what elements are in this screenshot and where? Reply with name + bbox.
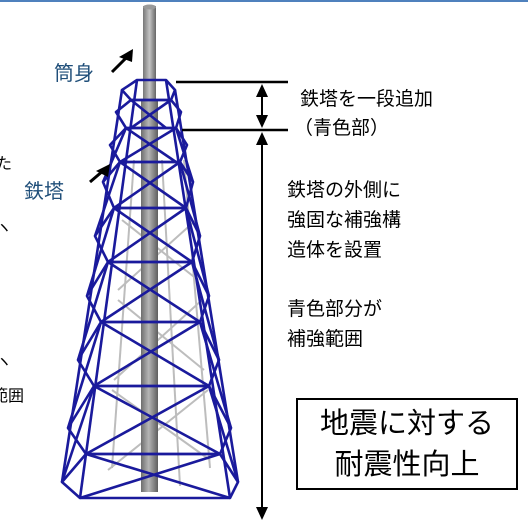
added-section-dimension-arrow xyxy=(256,84,268,128)
callout-line1: 地震に対する xyxy=(319,406,494,440)
cutoff-text-top: た xyxy=(0,154,13,173)
callout-line2: 耐震性向上 xyxy=(334,447,480,481)
cutoff-text-bottom: 範囲 xyxy=(0,386,25,405)
tetto-pointer-arrow xyxy=(89,164,110,184)
cutoff-text-mid2: ヽ xyxy=(0,352,13,371)
label-desc-line1: 鉄塔の外側に xyxy=(287,179,402,201)
reinforcement-range-dimension-arrow xyxy=(256,132,268,520)
label-tetto: 鉄塔 xyxy=(24,179,64,203)
level-lines xyxy=(176,80,288,132)
label-add-tier-line1: 鉄塔を一段追加 xyxy=(300,88,434,110)
top-accent-rule xyxy=(0,0,528,2)
cutoff-text-mid1: ヽ xyxy=(0,218,13,237)
label-range-line2: 補強範囲 xyxy=(287,328,364,350)
label-desc-line2: 強固な補強構 xyxy=(287,209,402,231)
label-add-tier-line2: （青色部） xyxy=(294,117,390,139)
label-range-line1: 青色部分が xyxy=(287,298,383,320)
label-desc-line3: 造体を設置 xyxy=(287,239,383,261)
seismic-callout-box: 地震に対する 耐震性向上 xyxy=(296,398,518,490)
tsutsumi-pointer-arrow xyxy=(110,49,133,74)
label-tsutsumi: 筒身 xyxy=(54,61,94,85)
reinforcement-frame xyxy=(60,78,240,500)
